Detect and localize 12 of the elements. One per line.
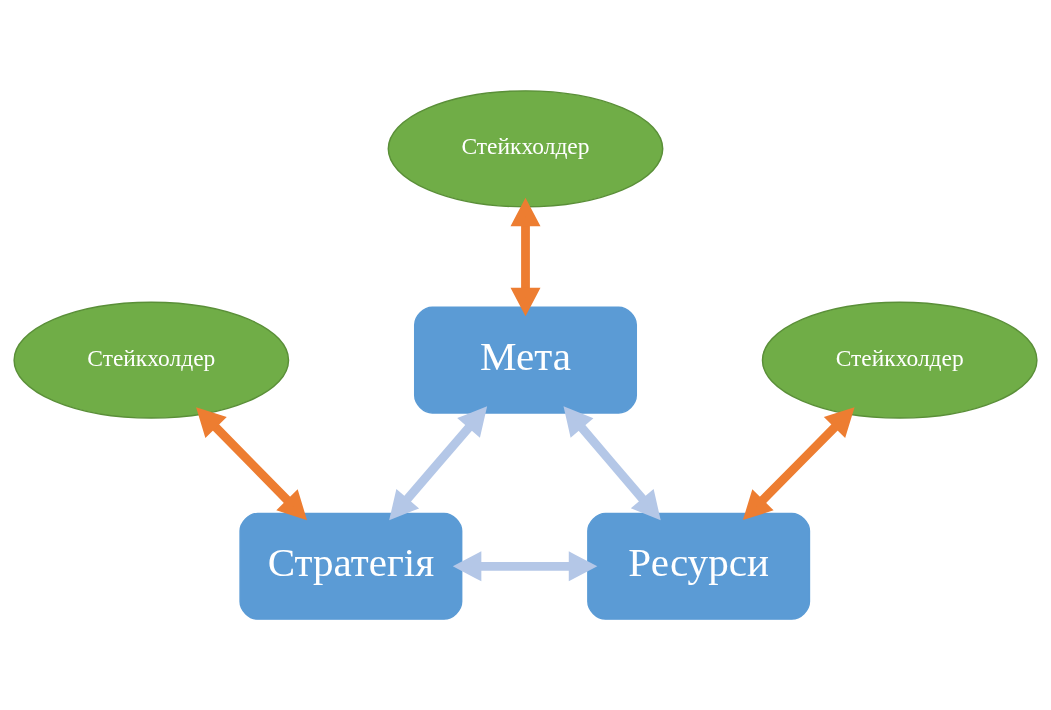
node-box: Стратегія — [239, 512, 463, 620]
arrow — [452, 551, 598, 582]
node-box: Ресурси — [587, 512, 811, 620]
node-box: Мета — [413, 306, 638, 414]
arrow — [742, 407, 855, 521]
node-ellipse: Стейкхолдер — [761, 301, 1038, 419]
arrow — [389, 406, 488, 521]
arrow — [563, 406, 661, 521]
node-ellipse: Стейкхолдер — [387, 90, 664, 208]
arrow — [510, 197, 541, 317]
node-ellipse: Стейкхолдер — [13, 301, 290, 419]
arrow — [196, 407, 307, 521]
